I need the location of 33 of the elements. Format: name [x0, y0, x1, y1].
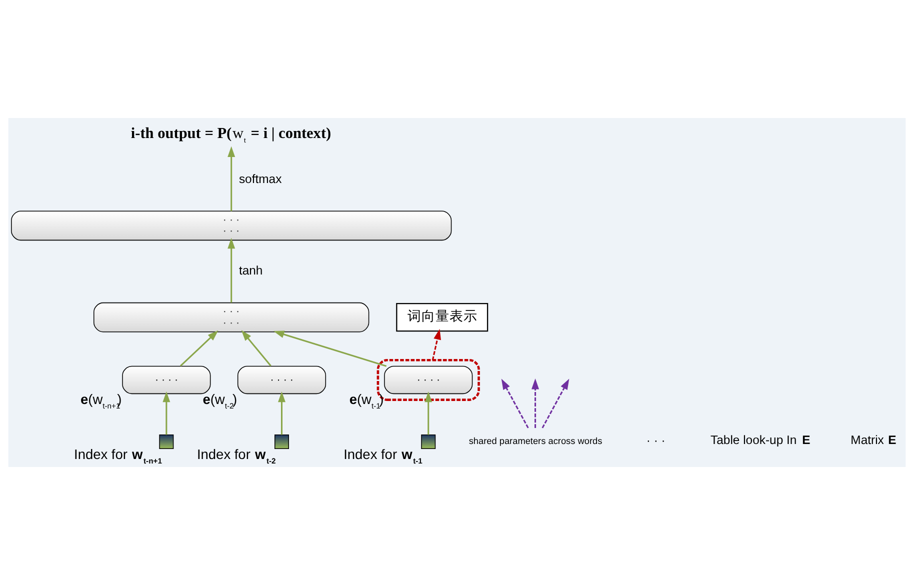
- node-text: i-th output = P(w$_{t}$ = i | context): [130, 124, 332, 144]
- arrow: [424, 390, 432, 434]
- label: Table look-up In E: [710, 432, 810, 446]
- arrow: [532, 378, 540, 428]
- node-text: shared parameters across words: [468, 436, 602, 446]
- node-box: · · · · · ·: [11, 210, 452, 240]
- node-box: · · · ·: [237, 365, 326, 394]
- node-box: · · · · · ·: [93, 302, 370, 332]
- arrow: [542, 378, 570, 428]
- arrow: [180, 330, 218, 366]
- arrow: [432, 328, 441, 360]
- node-label: Index for w$_{t-n+1}$: [74, 446, 162, 465]
- edge-label: softmax: [238, 171, 282, 186]
- node-box: · · · ·: [384, 365, 473, 394]
- node-box: [421, 434, 436, 449]
- node-box: [159, 434, 174, 449]
- arrow: [228, 237, 236, 302]
- node-label: Index for w$_{t-1}$: [344, 446, 422, 465]
- node-box: 词向量表示: [396, 302, 488, 332]
- node-box: [274, 434, 289, 449]
- node-label: e(w$_{t-n+1}$): [80, 391, 122, 410]
- label: Matrix E: [850, 432, 896, 446]
- arrow: [241, 330, 272, 366]
- arrow: [278, 390, 286, 434]
- edge-label: tanh: [238, 262, 263, 277]
- node-label: Index for w$_{t-2}$: [196, 446, 276, 465]
- arrow: [162, 390, 170, 434]
- node-box: · · · ·: [122, 365, 211, 394]
- arrow: [501, 378, 529, 428]
- arrow: [273, 330, 387, 366]
- node-label: e(w$_{t-2}$): [202, 391, 238, 410]
- arrow: [228, 146, 236, 211]
- label: · · ·: [646, 433, 666, 448]
